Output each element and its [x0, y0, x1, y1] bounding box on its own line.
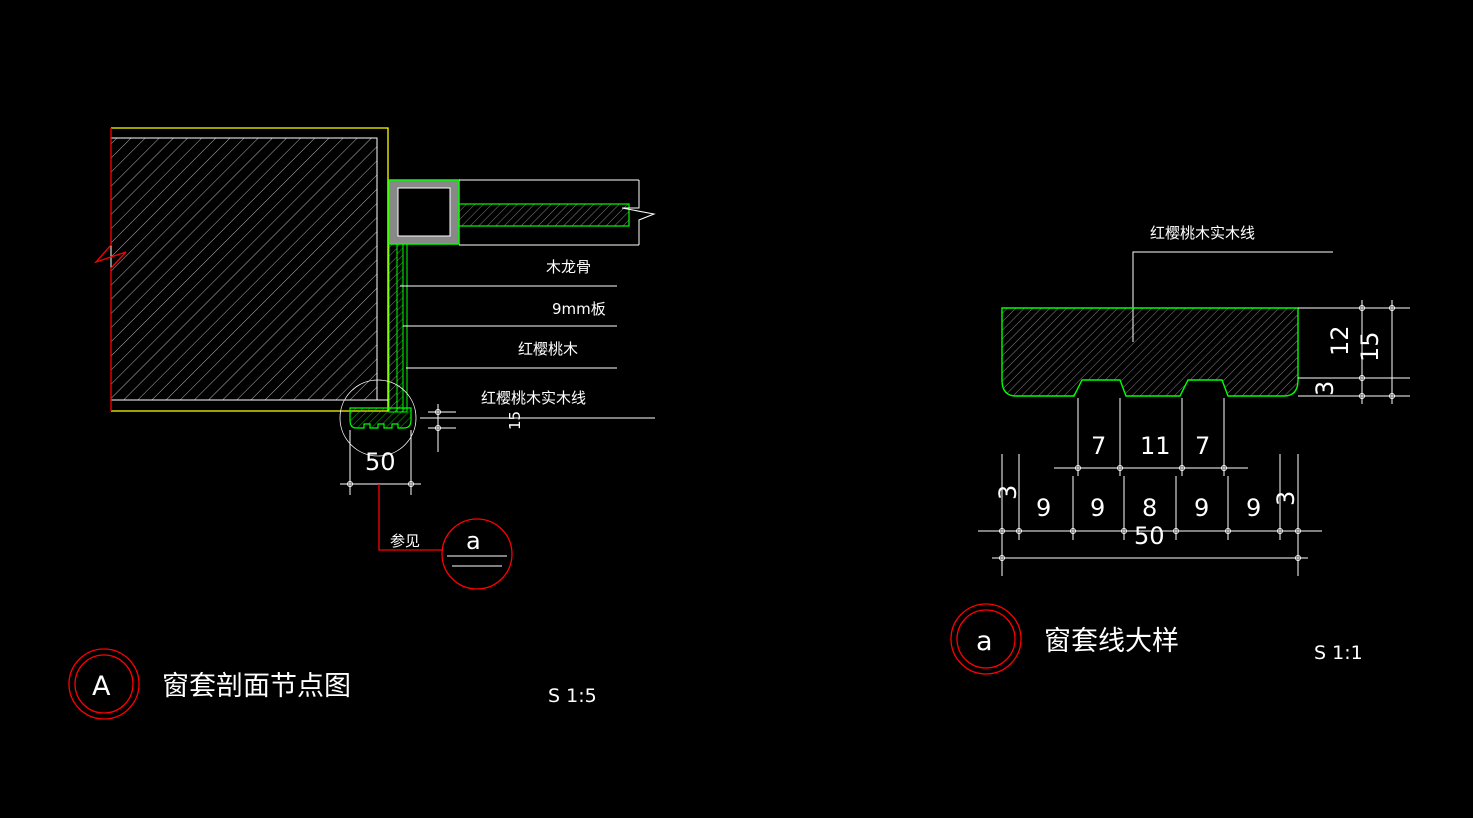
reference-text: 参见 [390, 532, 420, 550]
dim-right-15: 15 [1356, 331, 1384, 362]
title-a-inner-circle [74, 654, 134, 714]
wall-hatched-block [110, 137, 378, 401]
title-block-a: A 窗套剖面节点图 S 1:5 [68, 648, 597, 720]
dim-50-node-left [347, 481, 353, 487]
reference-symbol-label: a [466, 527, 481, 555]
trim-profile-large [1001, 307, 1299, 397]
square-tube-inner [397, 187, 451, 237]
dim-total-node-left [999, 555, 1005, 561]
title-b-scale: S 1:1 [1314, 642, 1363, 664]
wood-keel-layer [388, 243, 398, 413]
dim-mid-9-d: 9 [1246, 494, 1261, 522]
callout-cherry-solid-trim: 红樱桃木实木线 [481, 389, 586, 407]
reference-leader-red [378, 484, 443, 551]
title-block-b: a 窗套线大样 S 1:1 [950, 603, 1363, 675]
break-line-right [621, 180, 656, 245]
dim-mid-9-a: 9 [1036, 494, 1051, 522]
callout-cherry-wood: 红樱桃木 [518, 340, 578, 358]
dim-mid-3-right: 3 [1272, 491, 1300, 506]
dim-50-node-right [408, 481, 414, 487]
callout-trim: 红樱桃木实木线 [1150, 224, 1255, 242]
title-b-inner-circle [956, 609, 1016, 669]
dim-top-node-2 [1117, 465, 1123, 471]
dim-mid-node-6 [1225, 528, 1231, 534]
dim-right-node-2 [1359, 375, 1365, 381]
dim-right-3: 3 [1311, 381, 1339, 396]
veneer-layer [402, 243, 408, 413]
dim-small-node-top [435, 409, 441, 415]
wall-outline-yellow [111, 127, 389, 412]
dim-right-node-1 [1359, 305, 1365, 311]
break-line-left [93, 128, 127, 411]
dim-mid-node-5 [1173, 528, 1179, 534]
dim-small-node-bottom [435, 425, 441, 431]
title-a-outer-circle [68, 648, 140, 720]
dim-mid-node-3 [1070, 528, 1076, 534]
dim-mid-8: 8 [1142, 494, 1157, 522]
dim-small-label: 15 [506, 411, 524, 430]
dim-right-node-4 [1389, 305, 1395, 311]
dim-top-7-left: 7 [1091, 432, 1106, 460]
dim-right-node-5 [1389, 393, 1395, 399]
dim-50-label: 50 [365, 448, 396, 476]
dim-total-50: 50 [1134, 522, 1165, 550]
dim-top-node-1 [1075, 465, 1081, 471]
title-a-scale: S 1:5 [548, 685, 597, 707]
dim-mid-node-7 [1277, 528, 1283, 534]
dim-top-node-3 [1179, 465, 1185, 471]
wood-trim-profile [349, 407, 412, 429]
dim-total-node-right [1295, 555, 1301, 561]
title-b-symbol: a [976, 626, 993, 657]
trim-detail-a: 红樱桃木实木线 12 15 3 7 11 7 [978, 224, 1410, 576]
dim-mid-node-4 [1121, 528, 1127, 534]
dim-right-12: 12 [1326, 325, 1354, 356]
dim-mid-9-b: 9 [1090, 494, 1105, 522]
callout-wood-keel: 木龙骨 [546, 258, 591, 276]
dim-right-node-3 [1359, 393, 1365, 399]
dim-top-node-4 [1221, 465, 1227, 471]
dim-mid-9-c: 9 [1194, 494, 1209, 522]
title-b-outer-circle [950, 603, 1022, 675]
dim-mid-node-2 [1016, 528, 1022, 534]
dim-top-11: 11 [1140, 432, 1171, 460]
detail-reference-circle [339, 379, 417, 457]
section-detail-a: 木龙骨 9mm板 红樱桃木 红樱桃木实木线 15 50 参见 a [93, 127, 656, 590]
dim-mid-3-left: 3 [994, 485, 1022, 500]
title-a-symbol: A [92, 671, 111, 702]
title-b-text: 窗套线大样 [1044, 626, 1179, 657]
title-a-text: 窗套剖面节点图 [162, 671, 351, 702]
reference-symbol-circle [441, 518, 513, 590]
dim-mid-node-1 [999, 528, 1005, 534]
frame-board-hatched [458, 203, 630, 227]
dim-top-7-right: 7 [1195, 432, 1210, 460]
dim-mid-node-8 [1295, 528, 1301, 534]
callout-9mm-board: 9mm板 [552, 300, 606, 318]
